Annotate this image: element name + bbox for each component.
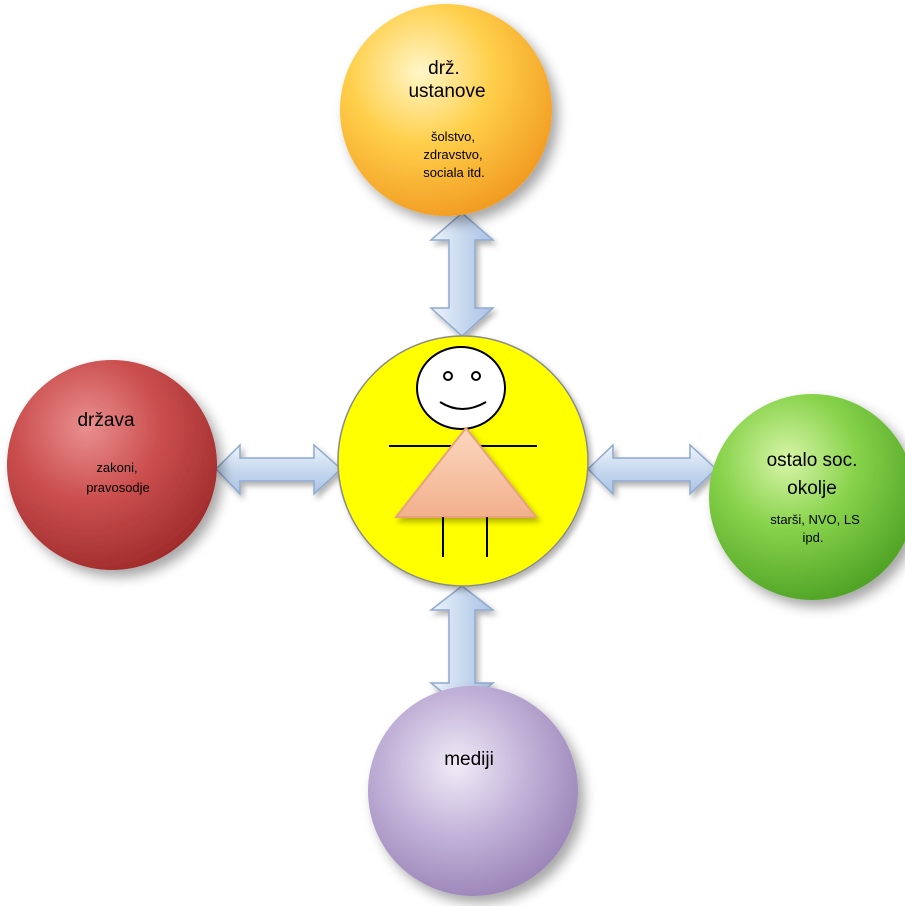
face-icon bbox=[416, 346, 506, 430]
node-left: država zakoni, pravosodje bbox=[7, 360, 217, 570]
node-top-detail-line-3: sociala itd. bbox=[423, 165, 484, 180]
node-top-title-line-2: ustanove bbox=[408, 81, 485, 102]
double-arrow-right bbox=[586, 443, 718, 496]
node-right-detail-line-1: starši, NVO, LS bbox=[770, 512, 860, 527]
node-top-detail-line-2: zdravstvo, bbox=[423, 147, 482, 162]
node-top-title-line-1: drž. bbox=[428, 58, 460, 79]
double-arrow-top bbox=[428, 212, 496, 338]
node-bottom: mediji bbox=[368, 686, 578, 896]
node-left-circle bbox=[7, 360, 217, 570]
node-right-circle bbox=[709, 394, 905, 600]
node-right-detail-line-2: ipd. bbox=[803, 530, 824, 545]
node-right-title-line-2: okolje bbox=[787, 478, 837, 499]
node-top-circle bbox=[340, 4, 552, 216]
double-arrow-left bbox=[214, 443, 343, 496]
left-eye-icon bbox=[443, 371, 453, 381]
node-top: drž. ustanove šolstvo, zdravstvo, social… bbox=[340, 4, 552, 216]
node-center bbox=[337, 335, 589, 587]
node-bottom-title-line-1: mediji bbox=[444, 749, 494, 770]
node-top-detail-line-1: šolstvo, bbox=[431, 129, 475, 144]
dress-triangle-icon bbox=[393, 426, 539, 518]
node-bottom-circle bbox=[368, 686, 578, 896]
stick-figure-child-icon bbox=[389, 346, 539, 557]
node-left-detail-line-2: pravosodje bbox=[86, 480, 150, 495]
node-left-title-line-1: država bbox=[77, 410, 134, 431]
node-left-detail-line-1: zakoni, bbox=[96, 460, 137, 475]
node-right-title-line-1: ostalo soc. bbox=[767, 450, 858, 471]
right-eye-icon bbox=[471, 371, 481, 381]
node-right: ostalo soc. okolje starši, NVO, LS ipd. bbox=[709, 394, 905, 600]
smile-icon bbox=[439, 401, 487, 410]
